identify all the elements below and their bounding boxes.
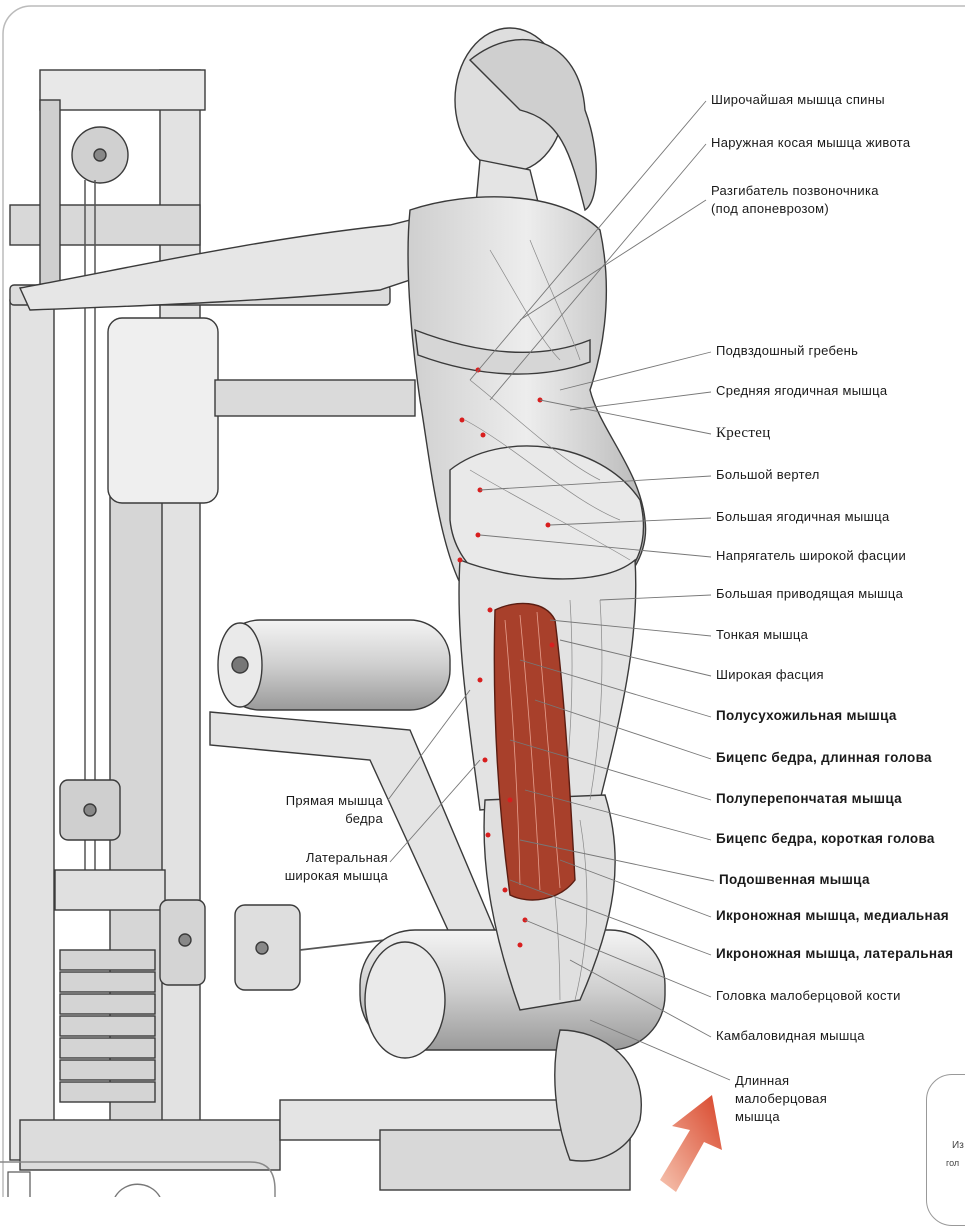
label-semimembranosus: Полуперепончатая мышца <box>716 791 902 806</box>
inset-text-1: Из <box>952 1140 964 1151</box>
label-iliac-crest: Подвздошный гребень <box>716 343 858 358</box>
machine-crossbeam <box>10 205 200 245</box>
label-vastus-lateralis: Латеральная широкая мышца <box>240 849 388 885</box>
weight-stack <box>60 950 155 1102</box>
label-semitendinosus: Полусухожильная мышца <box>716 708 897 723</box>
chest-pad <box>108 318 218 503</box>
foot <box>555 1030 641 1161</box>
label-gastrocnemius-medial: Икроножная мышца, медиальная <box>716 908 949 923</box>
label-greater-trochanter: Большой вертел <box>716 467 820 482</box>
label-rectus-femoris: Прямая мышца бедра <box>258 792 383 828</box>
label-latissimus-dorsi: Широчайшая мышца спины <box>711 92 885 107</box>
machine-top-beam <box>40 70 205 110</box>
direction-arrow <box>660 1095 722 1192</box>
label-sacrum: Крестец <box>716 425 771 442</box>
label-erector-spinae: Разгибатель позвоночника (под апоневрозо… <box>711 182 879 218</box>
diagram-stage: Из гол Широчайшая мышца спины Наружная к… <box>0 0 965 1197</box>
label-tensor-fasciae-latae: Напрягатель широкой фасции <box>716 548 906 563</box>
label-peroneus-longus: Длинная малоберцовая мышца <box>735 1072 827 1126</box>
label-external-oblique: Наружная косая мышца живота <box>711 135 910 150</box>
label-biceps-short-head: Бицепс бедра, короткая голова <box>716 831 935 846</box>
label-plantaris: Подошвенная мышца <box>719 872 870 887</box>
label-gluteus-maximus: Большая ягодичная мышца <box>716 509 890 524</box>
machine-column-left <box>10 300 54 1160</box>
inset-text-2: гол <box>946 1158 959 1168</box>
label-gastrocnemius-lateral: Икроножная мышца, латеральная <box>716 946 953 961</box>
label-biceps-long-head: Бицепс бедра, длинная голова <box>716 750 932 765</box>
label-gluteus-medius: Средняя ягодичная мышца <box>716 383 887 398</box>
label-fibula-head: Головка малоберцовой кости <box>716 988 901 1003</box>
machine-mid-beam <box>215 380 415 416</box>
machine-upper-frame <box>40 100 60 290</box>
label-soleus: Камбаловидная мышца <box>716 1028 865 1043</box>
label-gracilis: Тонкая мышца <box>716 627 808 642</box>
label-adductor-magnus: Большая приводящая мышца <box>716 586 903 601</box>
label-fascia-lata: Широкая фасция <box>716 667 824 682</box>
